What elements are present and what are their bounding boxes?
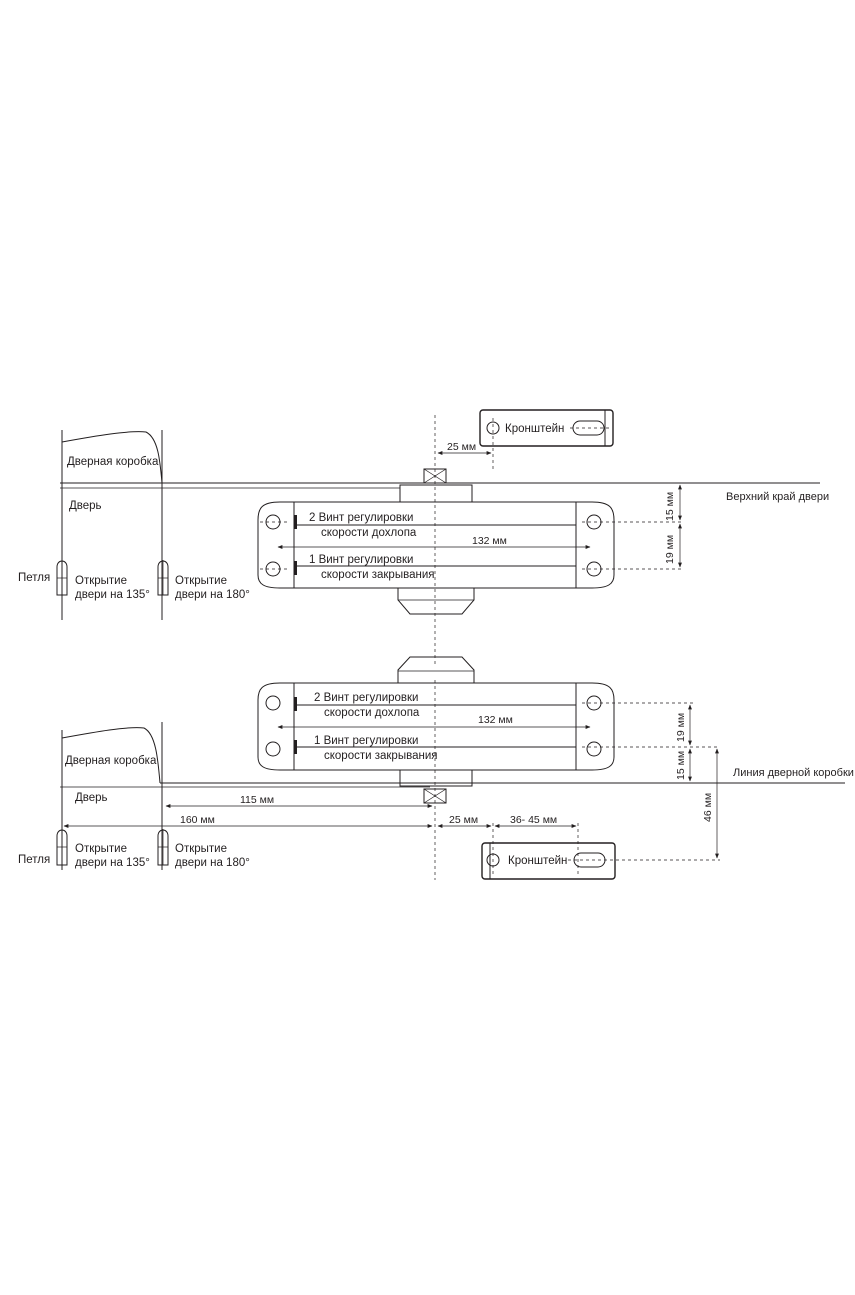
label-open135-l2-bottom: двери на 135° [75,857,150,869]
spindle-bottom [423,788,447,804]
spindle-top [399,468,473,503]
label-open180-l2-top: двери на 180° [175,589,250,601]
hinge-135 [56,560,68,596]
label-frame-line: Линия дверной коробки [733,767,854,779]
hinge-180 [157,560,169,596]
bracket-top [479,409,614,470]
label-open135-l1-top: Открытие [75,575,127,587]
text-dim-36-45: 36- 45 мм [510,814,557,826]
text-dim-15-top: 15 мм [664,492,676,521]
label-screw2-l1-top: 2 Винт регулировки [309,512,413,524]
hinge-180-bottom [157,829,169,866]
text-dim-115: 115 мм [240,794,274,806]
label-door-bottom: Дверь [75,792,108,804]
label-screw1-l2-top: скорости закрывания [321,569,434,581]
text-dim-46: 46 мм [702,793,714,822]
text-dim-160: 160 мм [180,814,215,826]
label-bracket-top: Кронштейн [505,423,564,435]
label-screw1-l1-bottom: 1 Винт регулировки [314,735,418,747]
label-bracket-bottom: Кронштейн [508,855,567,867]
label-open180-l1-bottom: Открытие [175,843,227,855]
label-open135-l1-bottom: Открытие [75,843,127,855]
label-door-frame-bottom: Дверная коробка [65,755,157,767]
label-hinge-top: Петля [18,572,50,584]
label-door-top: Дверь [69,500,102,512]
bottom-diagram: 2 Винт регулировки скорости дохлопа 132 … [18,656,854,880]
text-dim-132-bottom: 132 мм [478,714,513,726]
closer-body-bottom [257,656,720,787]
label-top-edge: Верхний край двери [726,491,829,503]
label-screw2-l2-top: скорости дохлопа [321,527,417,539]
text-dim-25-bottom: 25 мм [449,814,478,826]
label-open180-l2-bottom: двери на 180° [175,857,250,869]
text-dim-19-bottom: 19 мм [675,713,687,742]
label-open135-l2-top: двери на 135° [75,589,150,601]
label-screw2-l1-bottom: 2 Винт регулировки [314,692,418,704]
label-screw1-l2-bottom: скорости закрывания [324,750,437,762]
label-open180-l1-top: Открытие [175,575,227,587]
label-screw1-l1-top: 1 Винт регулировки [309,554,413,566]
label-hinge-bottom: Петля [18,854,50,866]
label-door-frame-top: Дверная коробка [67,456,159,468]
text-dim-25-top: 25 мм [447,441,476,453]
top-diagram: Дверная коробка Дверь Петля Открытие две… [18,409,829,665]
bracket-bottom [481,823,720,880]
text-dim-132-top: 132 мм [472,535,507,547]
text-dim-15-bottom: 15 мм [675,751,687,780]
label-screw2-l2-bottom: скорости дохлопа [324,707,420,719]
door-frame-curve-bottom [61,727,161,784]
hinge-135-bottom [56,829,68,866]
door-frame-curve [61,431,163,484]
closer-body-top [257,501,682,615]
text-dim-19-top: 19 мм [664,535,676,564]
